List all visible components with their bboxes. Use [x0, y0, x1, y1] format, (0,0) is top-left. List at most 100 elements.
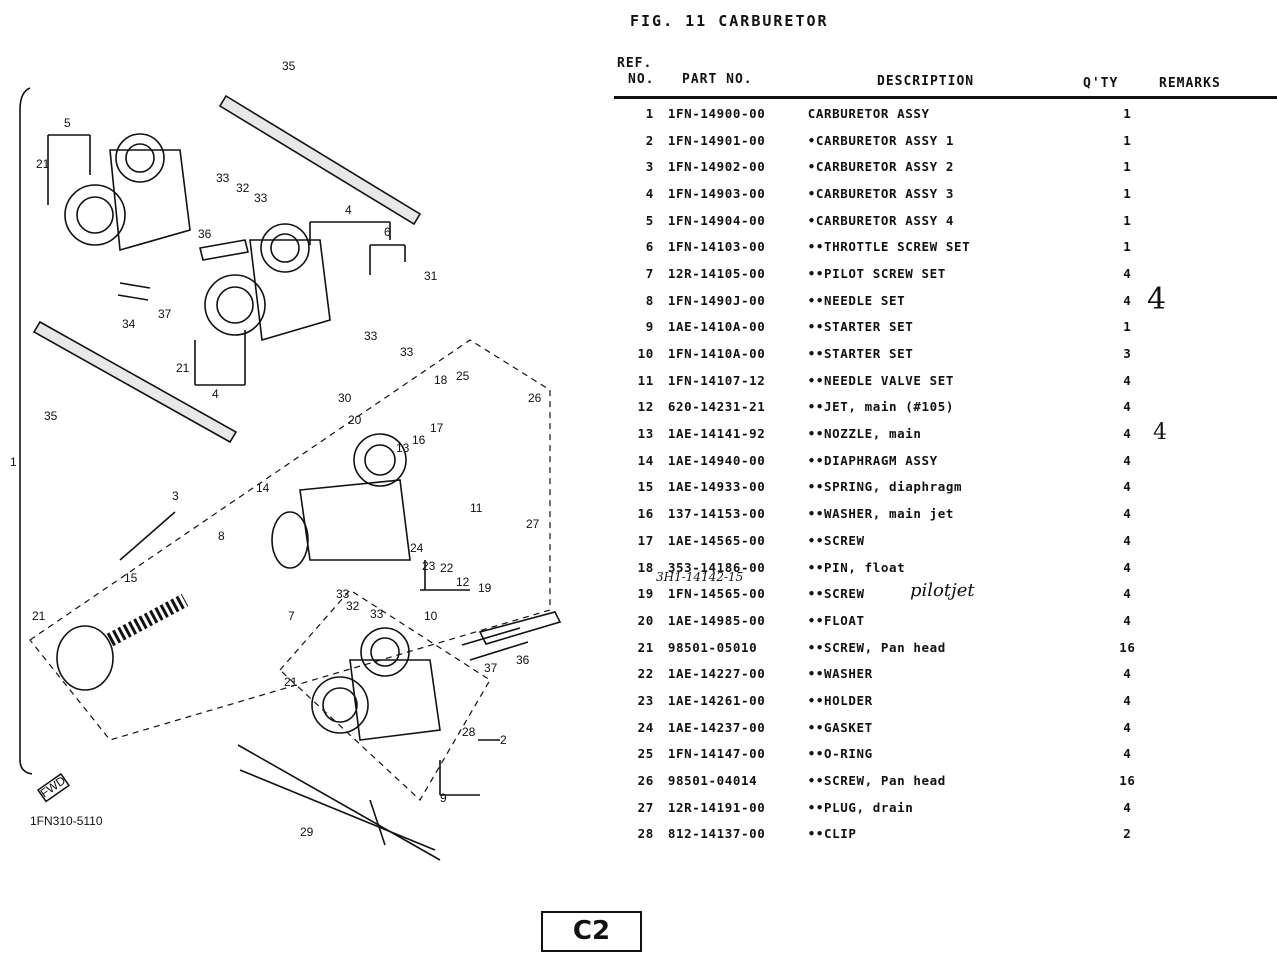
cell-ref: 12: [637, 399, 654, 415]
callout-33d: 33: [400, 345, 414, 359]
cell-desc: ••CLIP: [807, 826, 857, 842]
cell-ref: 1: [645, 105, 654, 121]
cell-qty: 4: [1123, 719, 1132, 735]
figure-code: 1FN310-5110: [30, 814, 103, 828]
cell-rem: [1157, 500, 1277, 527]
callout-23: 23: [422, 559, 436, 573]
cell-ref: 27: [637, 799, 654, 815]
callout-2: 2: [500, 733, 507, 747]
callout-30: 30: [338, 391, 352, 405]
callout-1: 1: [10, 455, 17, 469]
header-no: NO.: [628, 72, 655, 87]
cell-desc: ••DIAPHRAGM ASSY: [807, 452, 938, 468]
cell-rem: [1157, 580, 1277, 607]
cell-ref: 23: [637, 692, 654, 708]
handwritten-qty-note-8: 4: [1147, 282, 1167, 317]
cell-rem: [1157, 554, 1277, 581]
cell-desc: ••STARTER SET: [807, 346, 914, 362]
cell-qty: 4: [1123, 399, 1132, 415]
cell-qty: 4: [1123, 532, 1132, 548]
callout-7: 7: [288, 609, 295, 623]
header-qty: Q'TY: [1083, 76, 1119, 91]
cell-desc: •CARBURETOR ASSY 2: [807, 159, 955, 175]
callout-33e: 33: [336, 587, 350, 601]
cell-ref: 7: [645, 265, 654, 281]
callout-9: 9: [440, 791, 447, 805]
header-remarks: REMARKS: [1159, 76, 1221, 91]
cell-rem: [1157, 660, 1277, 687]
cell-desc: ••SCREW: [807, 586, 865, 602]
cell-rem: [1157, 287, 1277, 314]
cell-desc: ••SCREW, Pan head: [807, 773, 946, 789]
cell-ref: 8: [645, 292, 654, 308]
cell-rem: [1157, 420, 1277, 447]
cell-ref: 3: [645, 159, 654, 175]
cell-pno: 620-14231-21: [667, 399, 766, 415]
cell-pno: 1FN-14147-00: [667, 746, 766, 762]
header-part-no: PART NO.: [682, 72, 753, 87]
cell-pno: 1AE-14237-00: [667, 719, 766, 735]
cell-pno: 1FN-14904-00: [667, 212, 766, 228]
callout-21b: 21: [176, 361, 190, 375]
cell-ref: 19: [637, 586, 654, 602]
cell-ref: 11: [637, 372, 654, 388]
cell-rem: [1157, 634, 1277, 661]
cell-qty: 4: [1123, 265, 1132, 281]
cell-desc: ••SPRING, diaphragm: [807, 479, 963, 495]
cell-qty: 3: [1123, 346, 1132, 362]
callout-32a: 32: [236, 181, 250, 195]
callout-5: 5: [64, 116, 71, 130]
cell-qty: 4: [1123, 666, 1132, 682]
cell-desc: ••PLUG, drain: [807, 799, 914, 815]
cell-qty: 16: [1119, 639, 1136, 655]
cell-ref: 17: [637, 532, 654, 548]
cell-desc: ••THROTTLE SCREW SET: [807, 239, 971, 255]
cell-ref: 18: [637, 559, 654, 575]
table-row: 10 1FN-1410A-00 ••STARTER SET 3: [614, 340, 1277, 367]
cell-desc: ••FLOAT: [807, 612, 865, 628]
cell-rem: [1157, 207, 1277, 234]
cell-pno: 1FN-14107-12: [667, 372, 766, 388]
cell-pno: 1FN-1410A-00: [667, 346, 766, 362]
cell-pno: 1AE-14261-00: [667, 692, 766, 708]
header-description: DESCRIPTION: [877, 74, 975, 89]
callout-33b: 33: [254, 191, 268, 205]
callout-37b: 37: [484, 661, 498, 675]
cell-ref: 9: [645, 319, 654, 335]
callout-8: 8: [218, 529, 225, 543]
cell-qty: 4: [1123, 692, 1132, 708]
cell-desc: ••SCREW, Pan head: [807, 639, 946, 655]
callout-37a: 37: [158, 307, 172, 321]
cell-qty: 4: [1123, 559, 1132, 575]
callout-21d: 21: [284, 675, 298, 689]
cell-rem: [1157, 100, 1277, 127]
cell-ref: 15: [637, 479, 654, 495]
cell-pno: 12R-14105-00: [667, 265, 766, 281]
callout-29: 29: [300, 825, 314, 839]
cell-pno: 812-14137-00: [667, 826, 766, 842]
callout-26: 26: [528, 391, 542, 405]
cell-pno: 98501-04014: [667, 773, 758, 789]
callout-4a: 4: [212, 387, 219, 401]
callout-27: 27: [526, 517, 540, 531]
cell-qty: 1: [1123, 185, 1132, 201]
cell-qty: 4: [1123, 426, 1132, 442]
cell-ref: 10: [637, 346, 654, 362]
cell-rem: [1157, 447, 1277, 474]
page-badge: C2: [541, 911, 642, 952]
cell-pno: 1AE-14227-00: [667, 666, 766, 682]
